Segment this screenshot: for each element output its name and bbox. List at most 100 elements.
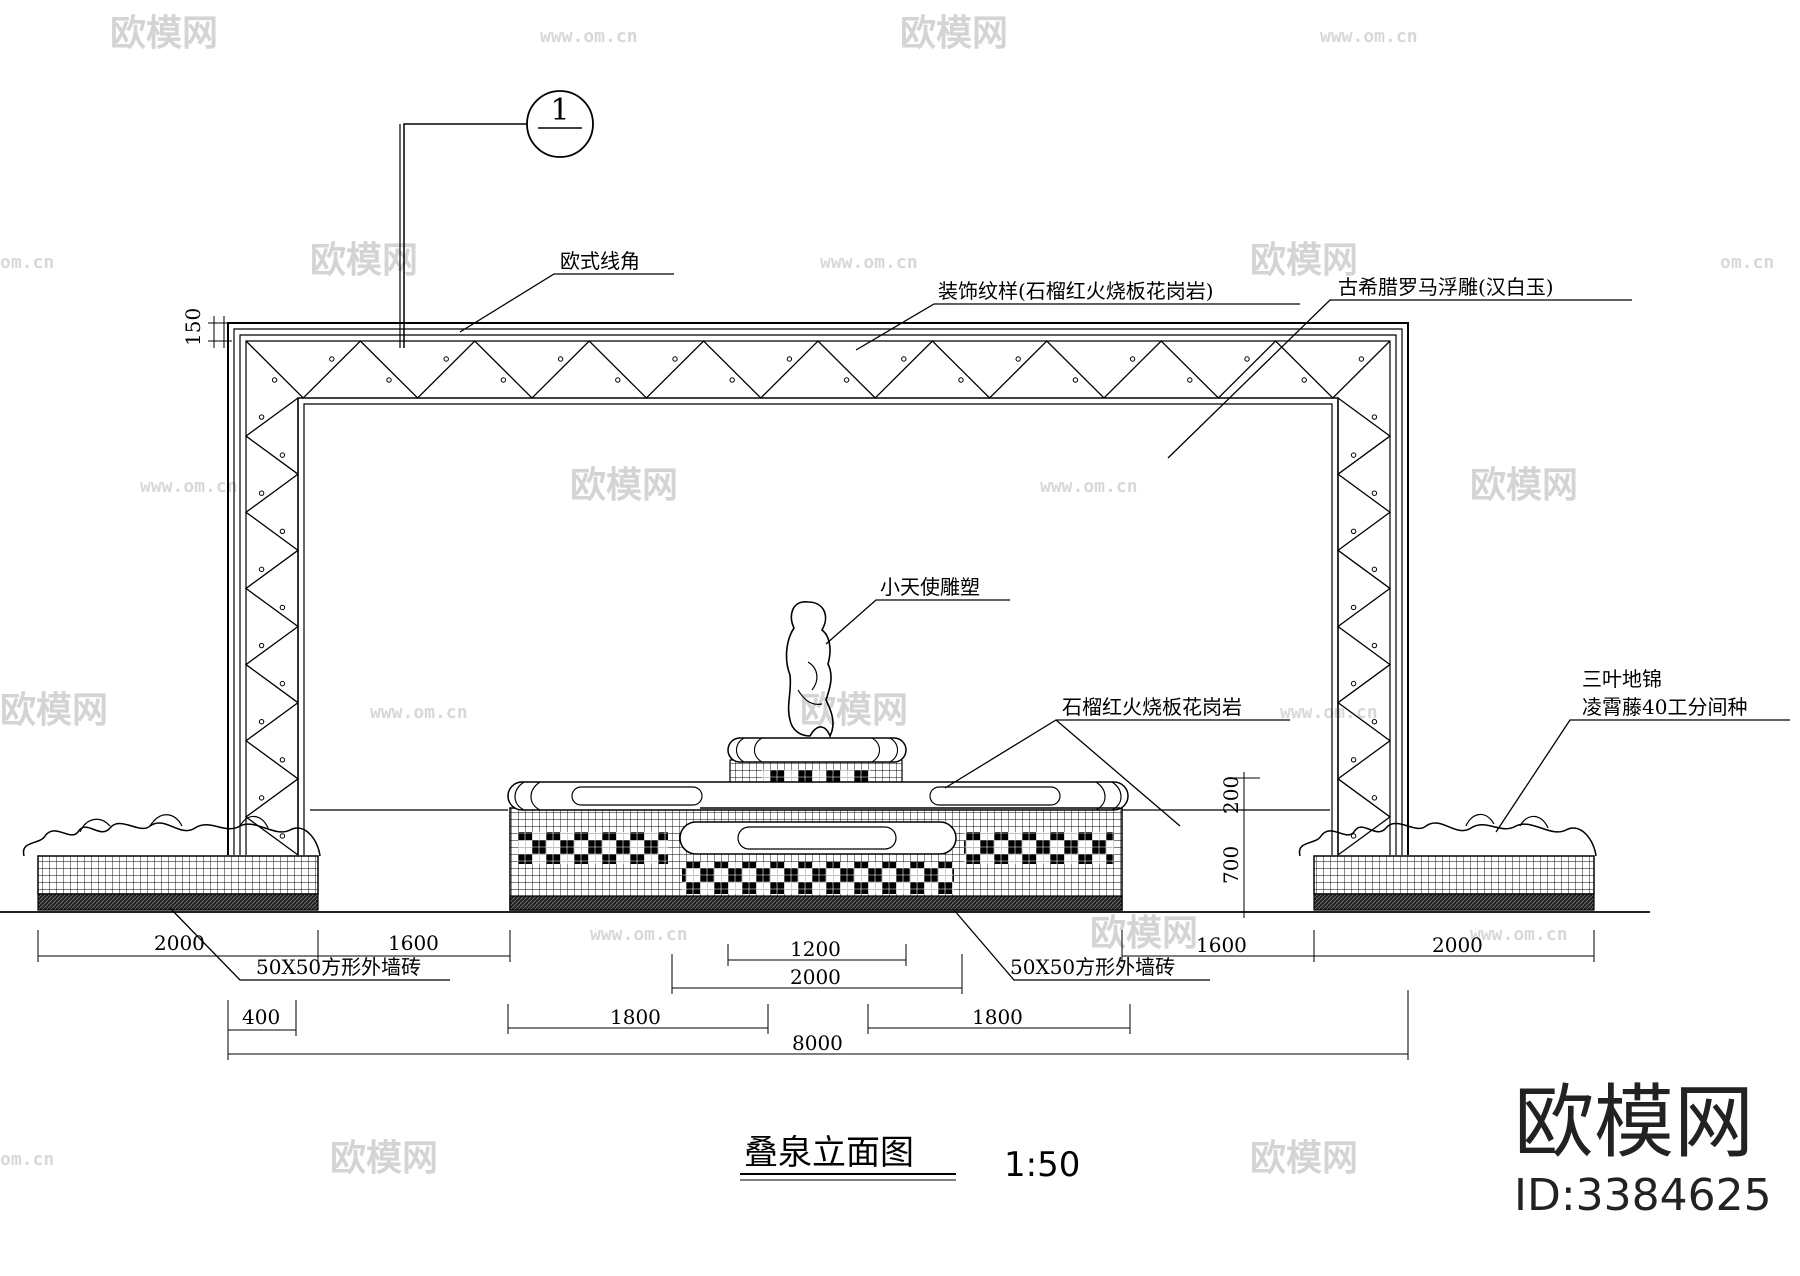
svg-text:www.om.cn: www.om.cn: [540, 26, 638, 47]
fountain: [507, 601, 1129, 911]
svg-text:欧模网: 欧模网: [110, 13, 218, 54]
svg-text:www.om.cn: www.om.cn: [820, 252, 918, 273]
dim-gap-left: 1600: [388, 931, 439, 955]
pattern-dot: [279, 604, 286, 611]
label-granite: 石榴红火烧板花岗岩: [1062, 695, 1242, 719]
dim-planter-right: 2000: [1432, 933, 1483, 957]
pattern-dot: [1371, 490, 1378, 496]
pattern-dot: [1350, 757, 1357, 763]
pattern-dot: [271, 377, 278, 383]
pattern-dot: [1350, 833, 1357, 839]
zigzag-right: [1336, 397, 1392, 856]
pattern-dot: [1350, 680, 1357, 687]
svg-text:www.om.cn: www.om.cn: [1470, 924, 1568, 945]
pattern-dot: [279, 528, 286, 534]
pattern-dot: [1244, 356, 1250, 362]
dim-planter-left: 2000: [154, 931, 205, 955]
horizontal-dimensions: [37, 930, 1595, 1060]
svg-text:www.om.cn: www.om.cn: [1320, 26, 1418, 47]
label-european-molding: 欧式线角: [560, 249, 640, 273]
pattern-dot: [386, 377, 392, 383]
pattern-dot: [1371, 719, 1378, 725]
pattern-dot: [1350, 604, 1357, 611]
svg-text:www.om.cn: www.om.cn: [370, 702, 468, 723]
svg-text:om.cn: om.cn: [1720, 252, 1774, 273]
dim-half-right: 1800: [972, 1005, 1023, 1029]
svg-text:欧模网: 欧模网: [0, 690, 108, 731]
pattern-dot: [729, 377, 735, 383]
label-angel-sculpture: 小天使雕塑: [880, 575, 980, 599]
pattern-dot: [1129, 356, 1136, 362]
pattern-dot: [500, 377, 507, 383]
zigzag-left: [244, 397, 300, 856]
svg-text:欧模网: 欧模网: [570, 465, 678, 506]
pattern-dot: [672, 356, 678, 362]
dim-pool-cap: 200: [1219, 776, 1243, 814]
pattern-dot: [1371, 795, 1378, 801]
svg-text:欧模网: 欧模网: [1090, 913, 1198, 954]
pattern-dot: [1072, 377, 1079, 383]
pattern-dot: [1301, 377, 1307, 383]
svg-text:欧模网: 欧模网: [1250, 240, 1358, 281]
svg-text:www.om.cn: www.om.cn: [1280, 702, 1378, 723]
svg-text:om.cn: om.cn: [0, 1149, 54, 1170]
svg-text:欧模网: 欧模网: [800, 690, 908, 731]
leader-lines: [169, 273, 1790, 981]
label-relief: 古希腊罗马浮雕(汉白玉): [1338, 275, 1554, 299]
pattern-dot: [1015, 356, 1021, 362]
watermark-brand: 欧模网: [1514, 1076, 1754, 1169]
pattern-dot: [1350, 452, 1357, 458]
pattern-dot: [786, 356, 793, 362]
label-tile-left: 50X50方形外墙砖: [256, 955, 421, 979]
label-decorative-pattern: 装饰纹样(石榴红火烧板花岗岩): [938, 279, 1214, 303]
drawing-scale: 1:50: [1004, 1145, 1080, 1185]
pattern-dot: [279, 833, 286, 839]
dim-inner-small: 1200: [790, 937, 841, 961]
pattern-dot: [901, 356, 907, 362]
pattern-dot: [258, 414, 265, 420]
svg-text:om.cn: om.cn: [0, 252, 54, 273]
pattern-dot: [958, 377, 964, 383]
pattern-dot: [258, 490, 265, 496]
svg-text:欧模网: 欧模网: [310, 240, 418, 281]
pattern-dot: [443, 356, 449, 362]
label-planting-line2: 凌霄藤40工分间种: [1582, 695, 1747, 719]
label-planting-line1: 三叶地锦: [1582, 667, 1662, 691]
pattern-dot: [279, 757, 286, 763]
pattern-dot: [843, 377, 850, 383]
dim-top-band: 150: [181, 308, 205, 346]
svg-text:www.om.cn: www.om.cn: [590, 924, 688, 945]
label-tile-right: 50X50方形外墙砖: [1010, 955, 1175, 979]
planter-right: [1298, 813, 1597, 911]
pattern-dot: [615, 377, 621, 383]
decorative-pattern-band: [244, 340, 1392, 856]
planter-left: [22, 814, 321, 911]
svg-text:www.om.cn: www.om.cn: [1040, 476, 1138, 497]
pattern-dot: [329, 356, 335, 362]
dim-inner-large: 2000: [790, 965, 841, 989]
dim-overall: 8000: [792, 1031, 843, 1055]
frame-wall: [227, 322, 1409, 856]
pattern-dot: [258, 566, 265, 573]
svg-text:欧模网: 欧模网: [1250, 1138, 1358, 1179]
dim-offset-left: 400: [242, 1005, 280, 1029]
dim-gap-right: 1600: [1196, 933, 1247, 957]
svg-text:欧模网: 欧模网: [1470, 465, 1578, 506]
dim-pool-body: 700: [1219, 846, 1243, 884]
detail-marker-number: 1: [550, 93, 569, 128]
pattern-dot: [258, 642, 265, 649]
vertical-dimensions: [208, 316, 1260, 918]
pattern-dot: [279, 452, 286, 458]
pattern-dot: [258, 795, 265, 801]
pattern-dot: [557, 356, 564, 362]
zigzag-top: [245, 340, 1391, 399]
pattern-dot: [258, 719, 265, 725]
pattern-dot: [279, 680, 286, 687]
svg-text:www.om.cn: www.om.cn: [140, 476, 238, 497]
dim-half-left: 1800: [610, 1005, 661, 1029]
detail-marker: 1: [399, 90, 594, 348]
pattern-dot: [1371, 414, 1378, 420]
pattern-dot: [1358, 356, 1365, 362]
